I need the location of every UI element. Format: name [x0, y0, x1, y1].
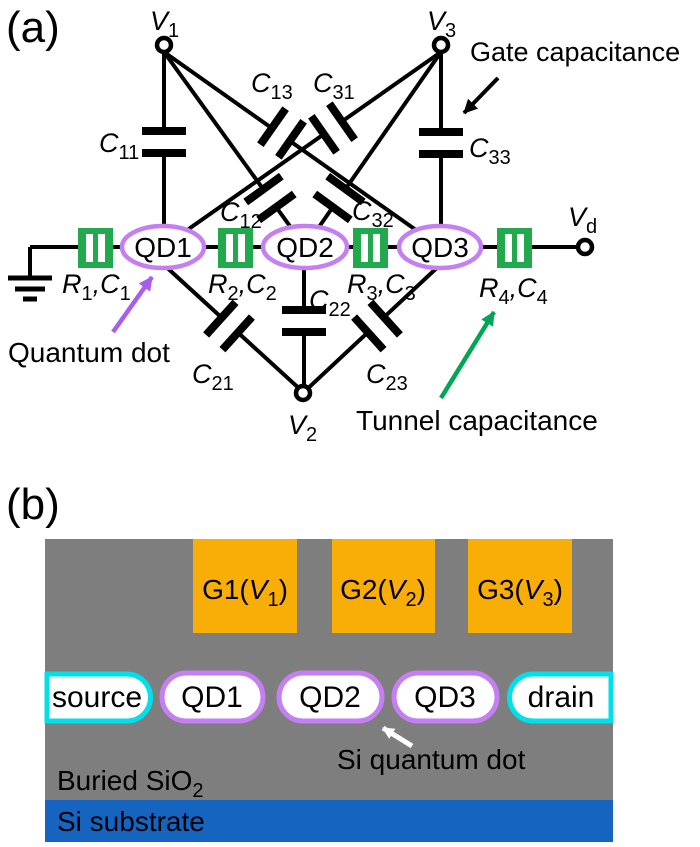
capacitor-c13	[257, 106, 307, 160]
ground-symbol	[8, 247, 52, 302]
capacitor-c22	[282, 306, 326, 336]
r1c1-label: R1,C1	[62, 269, 131, 305]
quantum-dot-label: Quantum dot	[8, 337, 170, 368]
c12-label: C12	[220, 197, 262, 233]
source-region	[44, 671, 153, 724]
buried-sio2-label: Buried SiO2	[57, 765, 204, 802]
tunnel-junction-r2	[218, 228, 253, 268]
c32-label: C32	[352, 196, 394, 232]
qd3-region	[391, 670, 500, 724]
v1-label: V1	[150, 6, 179, 42]
capacitor-c21	[203, 299, 255, 353]
si-substrate-label: Si substrate	[57, 806, 205, 837]
tunnel-junction-r1	[78, 228, 113, 268]
v2-terminal	[293, 383, 313, 403]
tunnel-junction-r3	[353, 228, 388, 268]
source-label: source	[52, 681, 142, 714]
vd-label: Vd	[568, 202, 597, 238]
capacitor-c11	[142, 127, 186, 157]
vd-terminal	[575, 237, 595, 257]
r4c4-label: R4,C4	[479, 273, 548, 309]
r3c3-label: R3,C3	[347, 269, 416, 305]
si-quantum-dot-arrow	[381, 725, 414, 749]
c33-label: C33	[469, 133, 511, 169]
qd3-ellipse	[396, 223, 484, 271]
qd2-region-label: QD2	[299, 681, 361, 714]
capacitor-c23	[351, 299, 403, 353]
qd2-label: QD2	[276, 232, 334, 263]
panel-a-label: (a)	[6, 3, 60, 52]
v1-terminal	[154, 35, 174, 55]
qd1-region-label: QD1	[181, 681, 243, 714]
capacitor-c33	[419, 128, 463, 158]
si-quantum-dot-label: Si quantum dot	[337, 744, 526, 775]
qd3-region-label: QD3	[414, 681, 476, 714]
si-substrate-region	[45, 800, 613, 842]
v3-terminal	[431, 35, 451, 55]
qd3-label: QD3	[411, 232, 469, 263]
gate-g2-label: G2(V2)	[340, 574, 426, 611]
panel-a-circuit: QD1 QD2 QD3 (a) V1 V3 Vd V2 C11 C13 C31 …	[6, 3, 680, 446]
panel-b-label: (b)	[6, 480, 60, 529]
drain-label: drain	[528, 681, 595, 714]
c11-label: C11	[99, 128, 139, 164]
v3-label: V3	[427, 6, 456, 42]
c13-label: C13	[251, 68, 293, 104]
c22-label: C22	[309, 285, 351, 321]
gate-capacitance-arrow	[462, 76, 500, 115]
quantum-dot-arrow	[111, 275, 154, 334]
capacitor-c32	[312, 172, 366, 224]
tunnel-capacitance-label: Tunnel capacitance	[356, 405, 598, 436]
qd1-region	[159, 670, 266, 724]
qd2-ellipse	[260, 223, 350, 271]
r2c2-label: R2,C2	[208, 269, 277, 305]
gate-g1	[193, 539, 297, 633]
drain-region	[507, 671, 614, 724]
capacitor-c31	[308, 101, 358, 155]
v2-label: V2	[288, 410, 317, 446]
qd2-region	[276, 670, 385, 724]
tunnel-junction-r4	[497, 228, 532, 268]
gate-g3	[468, 539, 572, 633]
c23-label: C23	[366, 359, 408, 395]
gate-g3-label: G3(V3)	[477, 574, 563, 611]
tunnel-capacitance-arrow	[439, 310, 496, 400]
capacitor-c12	[243, 172, 297, 224]
c31-label: C31	[313, 68, 355, 104]
gate-capacitance-label: Gate capacitance	[470, 37, 680, 67]
gate-g2	[332, 539, 435, 633]
panel-b-cross-section: (b) G1(V1) G2(V2) G3(V3) source QD1 QD2 …	[6, 480, 614, 842]
c21-label: C21	[192, 359, 234, 395]
gate-g1-label: G1(V1)	[202, 574, 288, 611]
qd1-label: QD1	[134, 232, 192, 263]
qd1-ellipse	[119, 223, 207, 271]
